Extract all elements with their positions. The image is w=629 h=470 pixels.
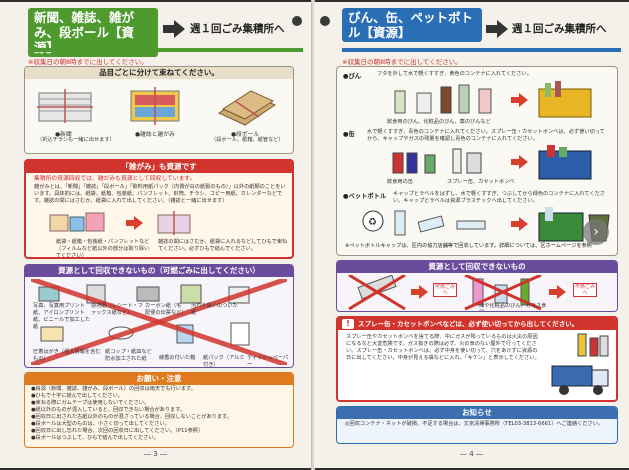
- zatsugami-example: 紙袋・紙箱・包装紙・パンフレットなど（フィルムなど紙以外の部分は取り除いてくださ…: [56, 239, 150, 259]
- zatsugami-title: 「雑がみ」も資源です: [26, 161, 292, 173]
- zatsugami-example: 雑誌の間にはさむか、紙袋に入れるなどしてひもで束ねてください。必ずひもで結んでく…: [158, 239, 288, 252]
- arrow-right-icon: [126, 216, 144, 230]
- pet-bottle-steps-icon: ♻: [362, 210, 486, 236]
- note-item: ●段ボールはつぶして、ひもで結んで出してください。: [31, 435, 159, 441]
- not-recyclable-illustration: [31, 279, 287, 365]
- page-number: ― 3 ―: [144, 450, 167, 458]
- not-recyclable-caption: 油や化粧品のびん、ガラス食器: [479, 303, 547, 311]
- page-number: ― 4 ―: [460, 450, 483, 458]
- bin-desc: フタを外して水で軽くすすぎ、黄色のコンテナに入れてください。: [377, 71, 532, 77]
- header-underline: [28, 48, 303, 52]
- binder-hole: [320, 16, 330, 26]
- not-recyclable-item: ティッシュペーパー: [247, 355, 289, 368]
- left-header: 新聞、雑誌、雑がみ、段ボール【資源】 週１回ごみ集積所へ: [0, 8, 311, 57]
- pet-desc: キャップとラベルをはずし、水で軽くすすぎ、つぶしてから緑色のコンテナに入れてくだ…: [393, 191, 605, 204]
- zatsugami-body: 雑がみとは、「新聞」「雑誌」「段ボール」「飲料用紙パック（内側が白の紙製のもの）…: [34, 184, 286, 204]
- not-recyclable-section: 資源として回収できないもの（可燃ごみに出してください） 写真、写真用プリント紙、…: [24, 264, 294, 368]
- cardboard-bundle-icon: [217, 90, 277, 126]
- not-recyclable-item: カーボン紙（宅配便の伝票など）: [145, 303, 187, 316]
- notice-title: お知らせ: [337, 407, 617, 419]
- svg-text:♻: ♻: [368, 217, 377, 228]
- notes-list: ●資源（新聞、雑誌、雑がみ、段ボール）の回収は雨天でも行います。 ●ひもで十字に…: [31, 386, 289, 442]
- sort-item-label: ●新聞: [55, 132, 72, 138]
- tied-magazine-icon: [157, 211, 191, 235]
- left-header-schedule: 週１回ごみ集積所へ: [190, 23, 285, 35]
- burnable-sign: 可燃ごみへ: [433, 283, 457, 297]
- sort-item-label: ●雑誌と雑がみ: [135, 132, 175, 138]
- right-page: びん、缶、ペットボトル【資源】 週１回ごみ集積所へ ※収集日の朝8時までに出して…: [314, 2, 629, 468]
- header-underline: [342, 48, 621, 52]
- note-item: ●紙以外のものが混入していると、回収できない場合があります。: [31, 407, 186, 413]
- sorting-guide-section: ●びん フタを外して水で軽くすすぎ、黄色のコンテナに入れてください。 飲食用のび…: [336, 66, 618, 256]
- sort-item-label: ●段ボール: [231, 132, 260, 138]
- right-header-title: びん、缶、ペットボトル【資源】: [342, 8, 482, 42]
- not-recyclable-items-illustration: [348, 275, 542, 311]
- left-page: 新聞、雑誌、雑がみ、段ボール【資源】 週１回ごみ集積所へ ※収集日の朝8時までに…: [0, 2, 312, 468]
- arrow-right-icon: [549, 285, 567, 299]
- arrow-right-icon: [163, 20, 185, 38]
- right-header: びん、缶、ペットボトル【資源】 週１回ごみ集積所へ: [314, 8, 629, 54]
- arrow-right-icon: [486, 20, 508, 38]
- pet-cap-note: ※ペットボトルキャップは、区内の協力店舗等で回収しています。詳細については、区ホ…: [345, 243, 592, 249]
- cans-icon: [392, 148, 482, 174]
- notice-section: お知らせ ◎回収コンテナ・ネットが破損、不足する場合は、文京清掃事務所（TEL0…: [336, 406, 618, 444]
- right-not-recyclable-title: 資源として回収できないもの: [337, 261, 617, 273]
- can-desc: 水で軽くすすぎ、青色のコンテナに入れてください。スプレー缶・カセットボンベは、必…: [367, 129, 605, 142]
- not-recyclable-title: 資源として回収できないもの（可燃ごみに出してください）: [25, 265, 293, 277]
- newspaper-bundle-icon: [37, 89, 93, 123]
- arrow-right-icon: [411, 285, 429, 299]
- next-page-button[interactable]: ›: [583, 219, 609, 245]
- not-recyclable-item: 写真、写真用プリント紙、アイロンプリント紙、ビニールで加工した紙: [33, 303, 91, 330]
- not-recyclable-item: 汚れや臭いのついた紙: [191, 303, 238, 316]
- zatsugami-lead: 集積所の資源回収では、雑がみも資源として回収しています。: [34, 176, 196, 182]
- not-recyclable-item: 感熱紙（レシート・ファックス紙など）: [91, 303, 143, 316]
- sort-item-sub: （段ボール、紙箱、紙管など）: [211, 137, 284, 143]
- blue-container-icon: [538, 145, 592, 180]
- spray-warning-section: スプレー缶・カセットボンベなどは、必ず使い切ってから出してください。 ! スプレ…: [336, 316, 618, 402]
- notice-body: ◎回収コンテナ・ネットが破損、不足する場合は、文京清掃事務所（TEL03-381…: [345, 421, 604, 427]
- can-example: 飲食用の缶: [387, 179, 413, 185]
- pet-label: ●ペットボトル: [343, 193, 387, 200]
- garbage-truck-icon: [551, 333, 609, 395]
- arrow-right-icon: [511, 155, 529, 169]
- zatsugami-section: 「雑がみ」も資源です 集積所の資源回収では、雑がみも資源として回収しています。 …: [24, 159, 294, 259]
- nonburnable-sign: 不燃ごみへ: [573, 283, 597, 297]
- can-example: スプレー缶、カセットボンベ: [447, 179, 515, 185]
- not-recyclable-item: 紙コップ・紙皿など防水加工された紙: [105, 349, 152, 362]
- bin-label: ●びん: [343, 73, 362, 80]
- collection-note: ※収集日の朝8時までに出してください。: [342, 58, 462, 66]
- note-item: ●資源（新聞、雑誌、雑がみ、段ボール）の回収は雨天でも行います。: [31, 386, 196, 392]
- arrow-right-icon: [511, 217, 529, 231]
- notes-title: お願い・注意: [25, 373, 293, 385]
- right-not-recyclable-section: 資源として回収できないもの 可燃ごみへ 油や化粧品のびん、ガラス食器 不燃ごみへ: [336, 260, 618, 312]
- magazine-bundle-icon: [130, 87, 180, 125]
- spray-warning-body: スプレー缶やカセットボンベを捨てる際、中にガスが残っているものは火災の原因になる…: [346, 334, 540, 361]
- right-header-schedule: 週１回ごみ集積所へ: [512, 23, 607, 35]
- arrow-right-icon: [511, 93, 529, 107]
- can-label: ●缶: [343, 131, 355, 138]
- yellow-container-icon: [538, 81, 592, 118]
- paper-items-icon: [49, 212, 105, 232]
- sort-section: 品目ごとに分けて束ねてください。 ●新聞 （折込チラシも一緒に出せます） ●雑誌…: [24, 66, 294, 154]
- notes-section: お願い・注意 ●資源（新聞、雑誌、雑がみ、段ボール）の回収は雨天でも行います。 …: [24, 372, 294, 448]
- sort-item-sub: （折込チラシも一緒に出せます）: [37, 137, 115, 143]
- note-item: ●ひもで十字に結んで出してください。: [31, 393, 123, 399]
- binder-hole: [292, 16, 302, 26]
- book-gutter: [311, 0, 315, 470]
- not-recyclable-item: 紙パック（アルミ付き）: [203, 355, 245, 368]
- not-recyclable-item: 圧着はがき（個人情報を含むもの）: [33, 349, 101, 362]
- not-recyclable-item: 線香の付いた箱: [159, 355, 196, 361]
- warning-icon: !: [342, 319, 354, 329]
- sort-section-title: 品目ごとに分けて束ねてください。: [25, 67, 293, 79]
- bin-example: 飲食用のびん、化粧品のびん、薬のびんなど: [387, 119, 491, 125]
- bottles-icon: [394, 84, 492, 114]
- spray-warning-title: スプレー缶・カセットボンベなどは、必ず使い切ってから出してください。: [338, 318, 616, 330]
- note-item: ●回収日に出された古紙以外のものが混ざっている場合、回収しないことがあります。: [31, 414, 232, 420]
- note-item: ●束ねる際にガムテープは使用しないでください。: [31, 400, 150, 406]
- note-item: ●段ボールは大型のものは、小さく切って出してください。: [31, 421, 170, 427]
- note-item: ●回収日に出し忘れた場合、次回の回収日に出してください。（P11参照）: [31, 428, 204, 434]
- collection-note: ※収集日の朝8時までに出してください。: [28, 58, 148, 66]
